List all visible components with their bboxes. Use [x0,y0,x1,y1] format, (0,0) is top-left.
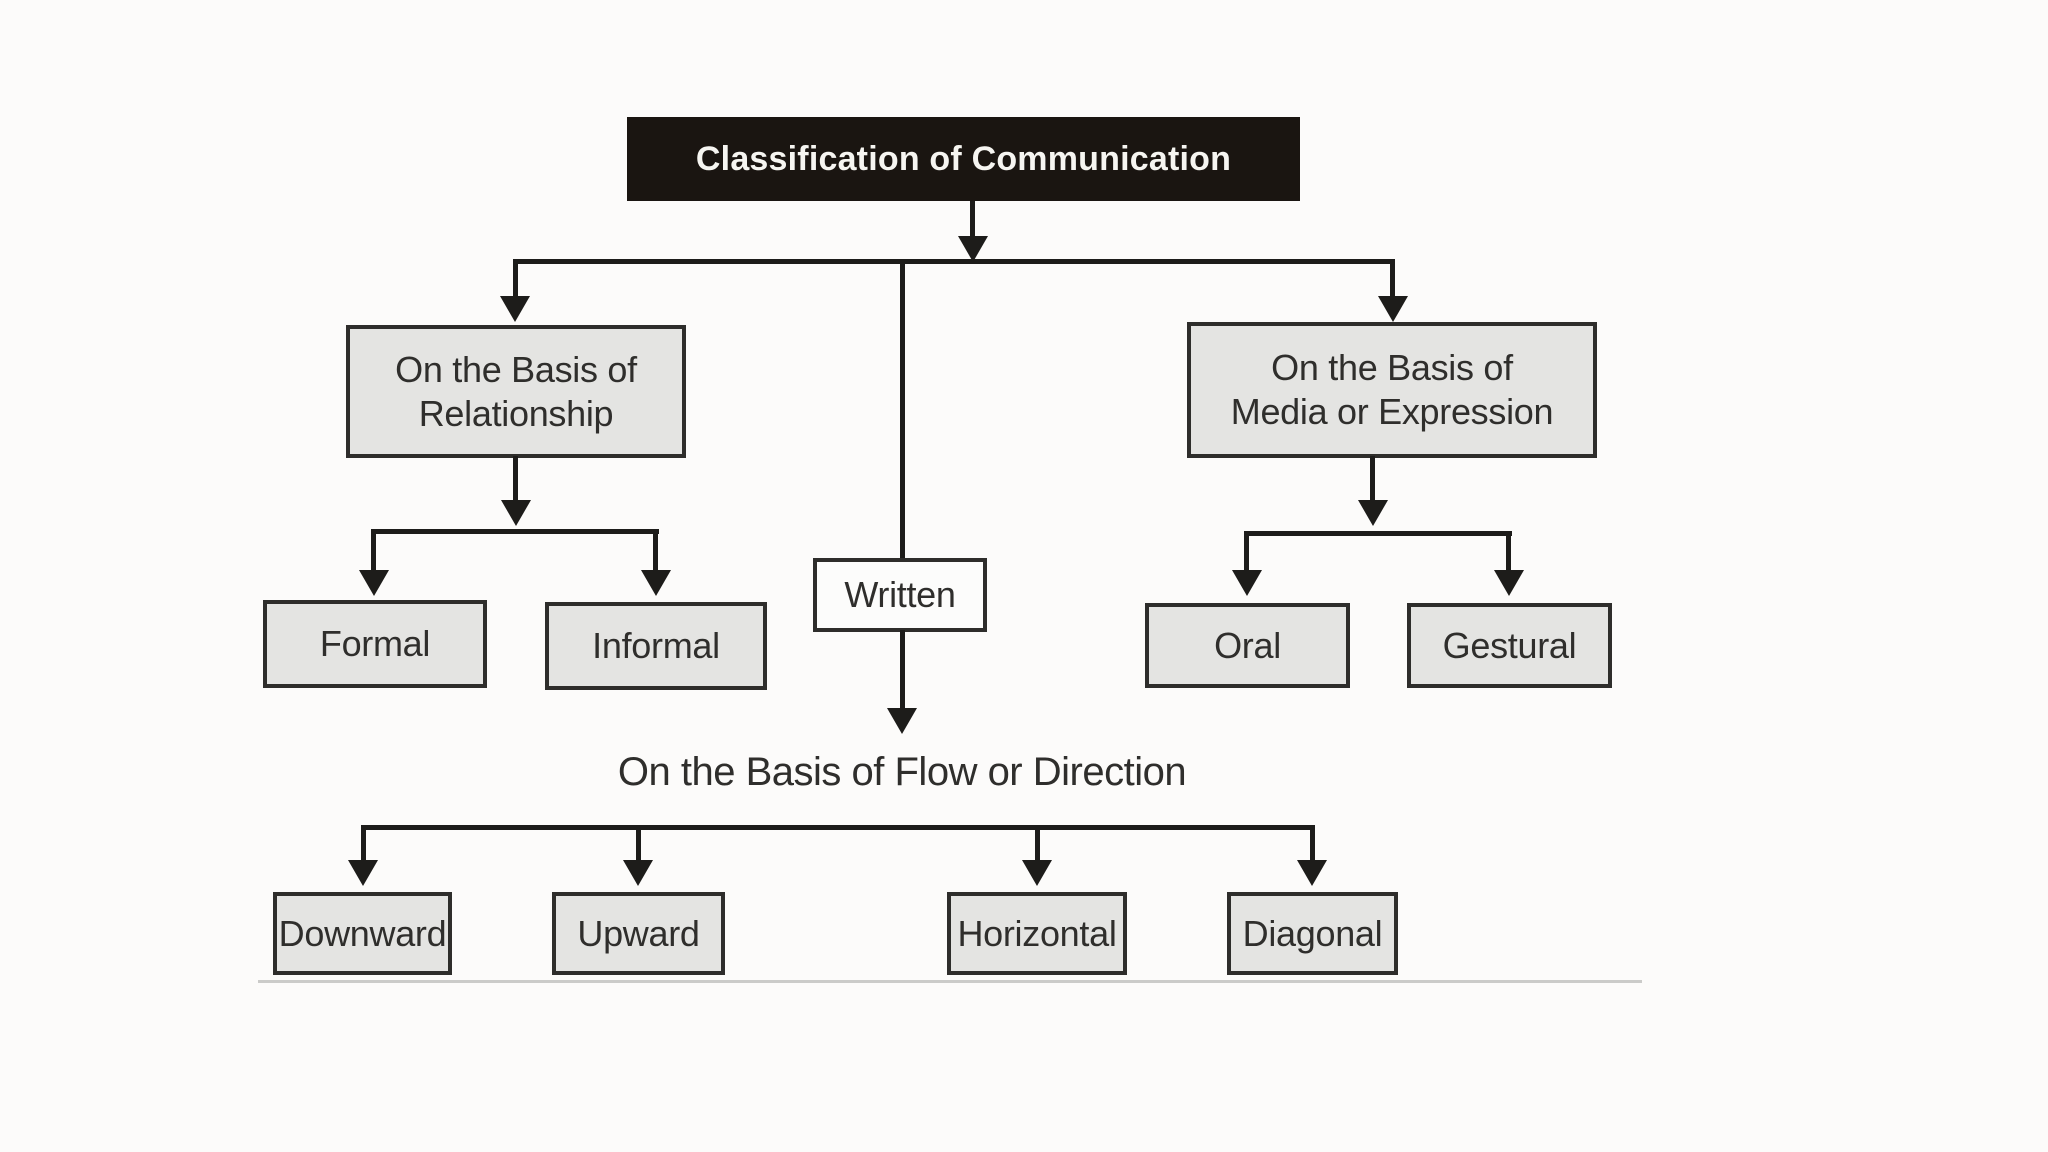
arrowhead-diagonal-icon [1297,860,1327,886]
connector-trunk-lower [900,630,905,710]
connector-drop-upward [636,828,641,862]
connector-drop-gestural [1506,534,1511,570]
flow-heading: On the Basis of Flow or Direction [617,750,1187,794]
arrowhead-gestural-icon [1494,570,1524,596]
node-media-label-line1: On the Basis of [1271,347,1513,389]
node-diagonal-label: Diagonal [1242,912,1383,954]
node-informal-label: Informal [592,625,720,667]
node-written-label: Written [844,574,956,616]
node-downward: Downward [273,892,452,975]
arrowhead-relationship-split-icon [501,500,531,526]
node-upward: Upward [552,892,725,975]
connector-trunk-upper [900,262,905,558]
node-gestural-label: Gestural [1442,624,1577,666]
connector-title-stem [970,201,975,237]
node-gestural: Gestural [1407,603,1612,688]
connector-drop-relationship [513,262,518,298]
connector-drop-diagonal [1310,828,1315,862]
connector-drop-media [1390,262,1395,298]
arrowhead-media-icon [1378,296,1408,322]
baseline-divider [258,980,1642,983]
node-media-label-line2: Media or Expression [1230,391,1554,432]
connector-drop-informal [653,532,658,570]
node-horizontal-label: Horizontal [957,912,1117,954]
arrowhead-title-icon [958,236,988,262]
node-relationship-label-line2: Relationship [418,392,614,434]
connector-drop-oral [1244,534,1249,570]
node-title-label: Classification of Communication [695,139,1232,178]
arrowhead-downward-icon [348,860,378,886]
node-written: Written [813,558,987,632]
node-horizontal: Horizontal [947,892,1127,975]
node-upward-label: Upward [577,912,700,954]
arrowhead-flow-icon [887,708,917,734]
node-relationship: On the Basis of Relationship [346,325,686,458]
node-diagonal: Diagonal [1227,892,1398,975]
arrowhead-oral-icon [1232,570,1262,596]
arrowhead-horizontal-icon [1022,860,1052,886]
connector-media-split [1244,531,1512,536]
connector-top-horizontal [513,259,1395,264]
node-informal: Informal [545,602,767,690]
node-oral-label: Oral [1214,624,1281,666]
node-downward-label: Downward [278,912,447,954]
connector-drop-formal [371,532,376,570]
node-formal-label: Formal [319,623,431,665]
node-media: On the Basis of Media or Expression [1187,322,1597,458]
arrowhead-upward-icon [623,860,653,886]
connector-drop-downward [361,828,366,862]
connector-drop-horizontal [1035,828,1040,862]
node-relationship-label-line1: On the Basis of [395,348,637,390]
node-formal: Formal [263,600,487,688]
arrowhead-informal-icon [641,570,671,596]
arrowhead-formal-icon [359,570,389,596]
node-oral: Oral [1145,603,1350,688]
connector-relationship-stem [513,456,518,502]
arrowhead-relationship-icon [500,296,530,322]
connector-relationship-split [371,529,659,534]
arrowhead-media-split-icon [1358,500,1388,526]
connector-media-stem [1370,456,1375,502]
connector-bottom-horizontal [361,825,1315,830]
node-title: Classification of Communication [627,117,1300,201]
